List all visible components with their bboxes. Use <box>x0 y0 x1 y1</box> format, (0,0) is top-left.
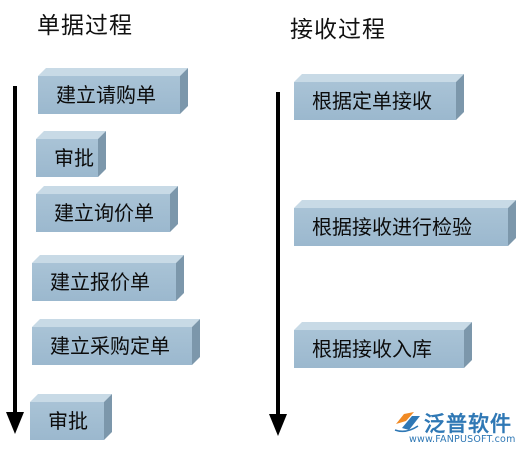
step-label: 建立采购定单 <box>50 334 170 358</box>
step-label: 审批 <box>48 409 88 433</box>
step-receive-by-order: 根据定单接收 <box>294 82 456 120</box>
step-label: 根据定单接收 <box>312 89 432 113</box>
fanpu-logo: 泛普软件 www.FANPUSOFT.com <box>394 406 520 448</box>
logo-url: www.FANPUSOFT.com <box>409 434 516 445</box>
step-create-quotation: 建立报价单 <box>32 263 176 301</box>
left-arrow-head <box>6 412 24 434</box>
step-create-inquiry: 建立询价单 <box>36 194 170 232</box>
right-arrow-head <box>269 414 287 436</box>
step-approval-1: 审批 <box>36 139 98 177</box>
step-warehouse-by-receipt: 根据接收入库 <box>294 330 464 368</box>
step-approval-2: 审批 <box>30 402 104 440</box>
left-arrow-shaft <box>13 86 17 416</box>
step-label: 建立报价单 <box>50 270 150 294</box>
step-inspect-by-receipt: 根据接收进行检验 <box>294 208 508 246</box>
step-create-purchase-order: 建立采购定单 <box>32 327 192 365</box>
fanpu-logo-icon <box>394 412 420 433</box>
step-label: 建立请购单 <box>56 83 156 107</box>
left-column-title: 单据过程 <box>37 13 133 39</box>
step-label: 审批 <box>54 146 94 170</box>
logo-name: 泛普软件 <box>424 412 512 436</box>
right-arrow-shaft <box>276 92 280 416</box>
step-label: 根据接收入库 <box>312 337 432 361</box>
step-create-purchase-request: 建立请购单 <box>38 76 180 114</box>
step-label: 建立询价单 <box>54 201 154 225</box>
step-label: 根据接收进行检验 <box>312 215 472 239</box>
right-column-title: 接收过程 <box>290 17 386 43</box>
